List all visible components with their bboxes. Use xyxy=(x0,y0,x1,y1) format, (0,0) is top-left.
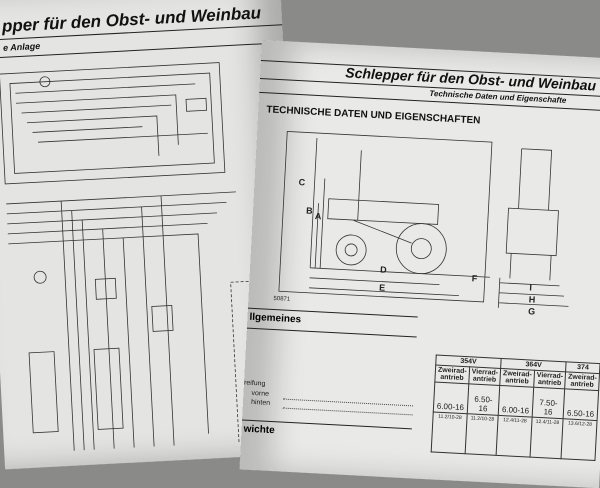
section-weights: wichte xyxy=(243,423,275,437)
dim-b: B xyxy=(305,205,313,216)
drive-cell: Zweirad-antrieb xyxy=(499,368,535,388)
rear-label: hinten xyxy=(250,398,271,407)
section-heading: TECHNISCHE DATEN UND EIGENSCHAFTEN xyxy=(266,104,481,127)
front-label: vorne xyxy=(251,389,270,398)
rear-tyre-cell: 12.4/11-28 xyxy=(529,417,564,459)
tractor-drawing xyxy=(278,131,569,308)
drive-cell: Vierrad-antrieb xyxy=(533,370,566,389)
front-tyre-cell: 6.00-16 xyxy=(433,382,469,414)
dim-a: A xyxy=(314,211,322,222)
drive-cell: Vierrad-antrieb xyxy=(468,366,501,386)
front-tyre-cell: 6.50-16 xyxy=(467,383,500,416)
dotted-leader xyxy=(283,398,414,407)
drive-cell: Zweirad-antrieb xyxy=(564,371,600,391)
rear-tyre-cell: 11.2/10-28 xyxy=(464,413,499,456)
drive-cell: Zweirad-antrieb xyxy=(434,365,470,384)
front-tyre-cell: 6.50-16 xyxy=(563,388,599,421)
dim-i: I xyxy=(529,282,533,293)
front-tyre-cell: 7.50-16 xyxy=(532,387,565,419)
section-general: llgemeines xyxy=(249,311,302,326)
tyre-label: reifung xyxy=(243,379,266,388)
front-tyre-cell: 6.00-16 xyxy=(498,385,534,418)
left-page-subtitle: e Anlage xyxy=(2,40,41,53)
dim-d: D xyxy=(379,264,387,275)
rear-tyre-cell: 13.6/12-28 xyxy=(561,418,598,461)
right-page: Schlepper für den Obst- und Weinbau Tech… xyxy=(239,40,600,488)
dotted-leader xyxy=(282,407,413,416)
divider xyxy=(246,327,417,338)
rear-tyre-cell: 12.4/11-28 xyxy=(496,415,533,458)
dim-c: C xyxy=(298,177,306,188)
drawing-code: 50871 xyxy=(273,295,291,303)
rear-tyre-cell: 11.2/10-28 xyxy=(431,411,468,454)
dim-f: F xyxy=(471,273,478,284)
dim-h: H xyxy=(528,294,536,305)
dim-e: E xyxy=(378,282,386,293)
dim-g: G xyxy=(527,306,536,317)
